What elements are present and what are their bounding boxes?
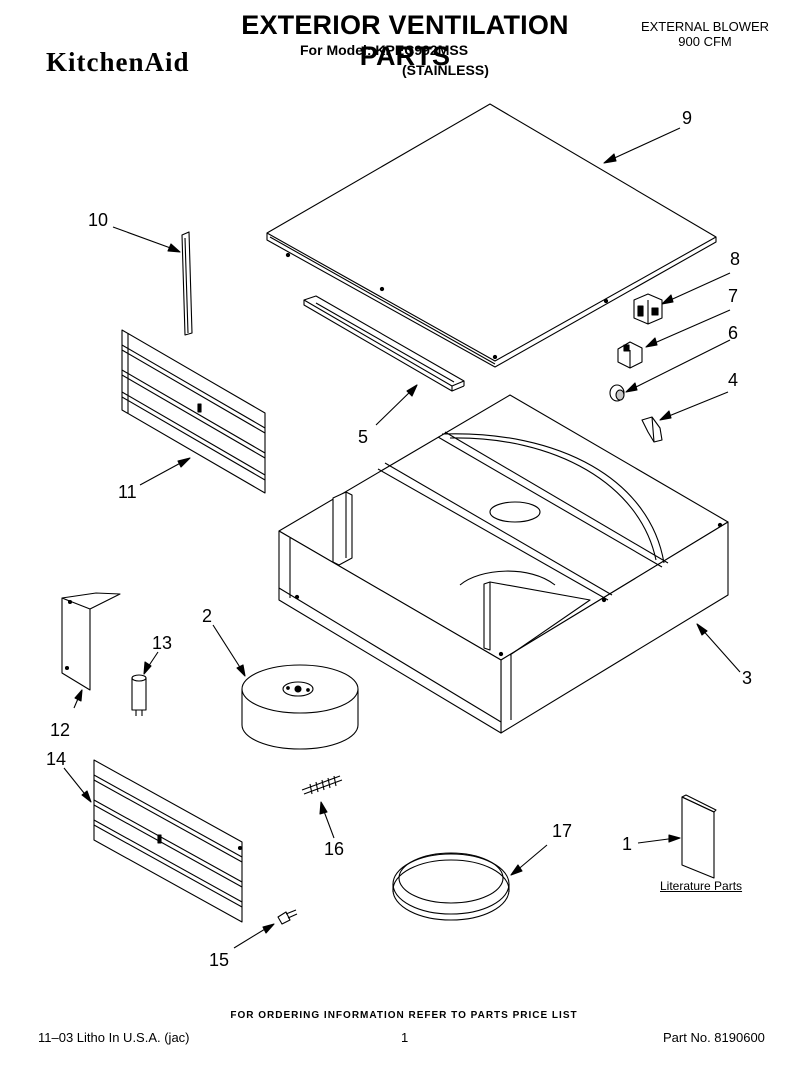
part-8-connector (633, 293, 663, 325)
callout-4: 4 (728, 370, 739, 390)
callout-10: 10 (88, 210, 109, 230)
blower-spec: EXTERNAL BLOWER 900 CFM (630, 19, 780, 49)
part-2-blower (241, 664, 359, 750)
literature-parts-label: Literature Parts (660, 879, 743, 893)
callout-7: 7 (728, 286, 739, 306)
part-13-capacitor (131, 674, 147, 716)
callout-8: 8 (730, 249, 741, 269)
brand-logo: KitchenAid (46, 47, 190, 77)
callout-6: 6 (728, 323, 739, 343)
part-15-screw (277, 909, 298, 925)
part-3-housing (278, 394, 729, 734)
part-7-bracket (617, 341, 643, 369)
variant-line: (STAINLESS) (402, 62, 489, 78)
callout-15: 15 (209, 950, 230, 970)
part-9-top-panel (266, 103, 717, 368)
callout-17: 17 (552, 821, 573, 841)
callout-2: 2 (202, 606, 213, 626)
leader-lines (63, 127, 741, 949)
part-16-spring (301, 775, 343, 795)
part-17-collar (392, 852, 510, 921)
part-6-grommet (609, 384, 625, 402)
callout-14: 14 (46, 749, 67, 769)
callout-16: 16 (324, 839, 345, 859)
callout-13: 13 (152, 633, 173, 653)
callout-3: 3 (742, 668, 753, 688)
callout-11: 11 (118, 482, 137, 502)
part-1-literature (681, 794, 717, 879)
page-title: EXTERIOR VENTILATION PARTS (241, 10, 569, 71)
part-10-strip (181, 231, 193, 336)
part-12-angle-bracket (61, 592, 121, 691)
part-number: Part No. 8190600 (663, 1030, 765, 1045)
callout-5: 5 (358, 427, 369, 447)
part-11-louver-panel (121, 329, 266, 494)
blower-spec-line2: 900 CFM (678, 34, 732, 49)
callout-1: 1 (622, 834, 633, 854)
page-number: 1 (401, 1030, 409, 1045)
part-4-clip (641, 416, 663, 443)
litho-info: 11–03 Litho In U.S.A. (jac) (38, 1030, 190, 1045)
model-line: For Model: KPEC992MSS (300, 42, 469, 58)
blower-spec-line1: EXTERNAL BLOWER (640, 19, 770, 34)
callout-9: 9 (682, 108, 693, 128)
part-14-louver-panel (93, 759, 243, 923)
part-5-rail (303, 295, 465, 392)
callout-12: 12 (50, 720, 71, 740)
ordering-info: FOR ORDERING INFORMATION REFER TO PARTS … (230, 1010, 578, 1021)
